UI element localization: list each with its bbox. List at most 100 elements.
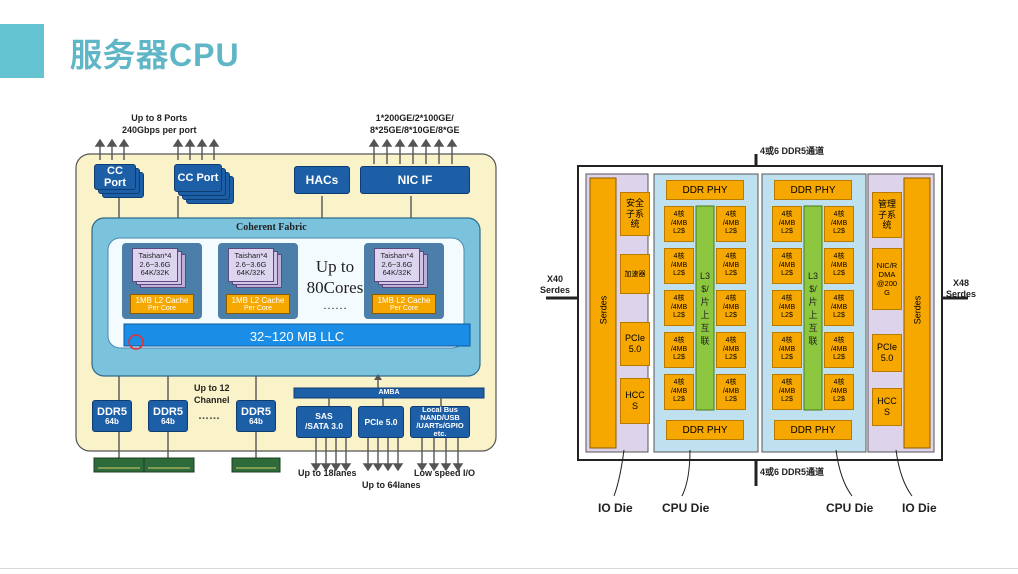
core-cell-text: /4MB [722, 345, 740, 353]
footer-divider [0, 568, 1018, 569]
serdes-right-label-wrap: Serdes [904, 290, 930, 330]
core-cell-text: L2$ [833, 396, 845, 404]
top-arrows [94, 138, 458, 164]
ports-label: Up to 8 Ports 240Gbps per port [122, 113, 197, 135]
pcie-block: PCIe 5.0 [358, 406, 404, 438]
core-cell-text: 4核 [725, 378, 737, 386]
core-cell-text: /4MB [722, 261, 740, 269]
security-subsystem: 安全子系统 [620, 192, 650, 236]
ddr-phy-block: DDR PHY [666, 420, 744, 440]
l3-bar-1 [695, 205, 715, 411]
cpu-die-label-1: CPU Die [662, 501, 710, 515]
low-speed-io-label: Low speed I/O [414, 468, 476, 478]
nic-if-block: NIC IF [360, 166, 470, 194]
core-cell-text: /4MB [670, 345, 688, 353]
serdes-left-label: Serdes [598, 295, 608, 325]
core-cell-text: 4核 [725, 336, 737, 344]
sas-block: SAS/SATA 3.0 [296, 406, 352, 438]
core-cell-text: /4MB [778, 345, 796, 353]
core-cell-text: 4核 [833, 252, 845, 260]
accelerator-block: 加速器 [620, 254, 650, 294]
core-cell-text: L2$ [725, 354, 737, 362]
connectors [118, 196, 442, 458]
slide-title: 服务器CPU [70, 37, 240, 73]
core-cell-text: L2$ [725, 396, 737, 404]
serdes-right [903, 177, 931, 449]
core-cell-text: 4核 [725, 294, 737, 302]
serdes-left-label-wrap: Serdes [590, 290, 616, 330]
core-cell-text: L2$ [725, 228, 737, 236]
core-cell-text: L2$ [725, 270, 737, 278]
core-cell-text: L2$ [833, 228, 845, 236]
amba-arrow-icon [374, 374, 382, 380]
ddr-phy-block: DDR PHY [774, 180, 852, 200]
llc-bar [123, 323, 471, 347]
core-cell-text: 4核 [833, 294, 845, 302]
serdes-left [589, 177, 617, 449]
core-cell-text: L2$ [781, 354, 793, 362]
cores-count-label: Up to 80Cores …… [306, 257, 364, 312]
core-cell-text: /4MB [830, 345, 848, 353]
amba-bar [293, 387, 485, 399]
core-cell-text: /4MB [830, 303, 848, 311]
core-cell-text: /4MB [670, 387, 688, 395]
core-cell-text: /4MB [722, 219, 740, 227]
core-cell-text: L2$ [673, 354, 685, 362]
core-cell-text: 4核 [781, 378, 793, 386]
core-cell-text: L2$ [781, 228, 793, 236]
core-cell-text: L2$ [781, 396, 793, 404]
ddr-channels-bottom: 4或6 DDR5通道 [760, 467, 825, 477]
title-accent-bar [0, 24, 44, 78]
ddr-phy-block: DDR PHY [774, 420, 852, 440]
core-cell-text: 4核 [673, 294, 685, 302]
core-cell-text: 4核 [781, 336, 793, 344]
core-cell-text: L2$ [781, 270, 793, 278]
ddr-dots: …… [198, 410, 220, 422]
ethernet-label: 1*200GE/2*100GE/ 8*25GE/8*10GE/8*GE [370, 113, 460, 135]
ddr-channels-top: 4或6 DDR5通道 [760, 146, 825, 156]
cpu-die-label-2: CPU Die [826, 501, 874, 515]
core-cell-text: /4MB [778, 219, 796, 227]
core-cell-text: /4MB [830, 261, 848, 269]
cc-port-block: CC Port [94, 164, 136, 190]
core-cell-text: /4MB [722, 303, 740, 311]
core-cell-text: /4MB [670, 261, 688, 269]
bottom-arrows [310, 438, 464, 472]
core-cell-text: L2$ [673, 270, 685, 278]
core-cell-text: L2$ [833, 270, 845, 278]
core-cell-text: /4MB [778, 303, 796, 311]
core-cell-text: 4核 [833, 336, 845, 344]
core-cell-text: 4核 [725, 252, 737, 260]
hacs-block: HACs [294, 166, 350, 194]
core-cell-text: 4核 [673, 210, 685, 218]
core-cell-text: L2$ [673, 228, 685, 236]
core-cell-text: L2$ [725, 312, 737, 320]
lanes-64-label: Up to 64lanes [362, 480, 421, 490]
core-cell-text: L2$ [673, 312, 685, 320]
core-cell-text: 4核 [781, 252, 793, 260]
core-cell-text: /4MB [830, 387, 848, 395]
core-cell-text: L2$ [833, 354, 845, 362]
core-cell-text: L2$ [781, 312, 793, 320]
callout-lines [613, 449, 913, 497]
coherent-fabric-label: Coherent Fabric [236, 222, 307, 233]
